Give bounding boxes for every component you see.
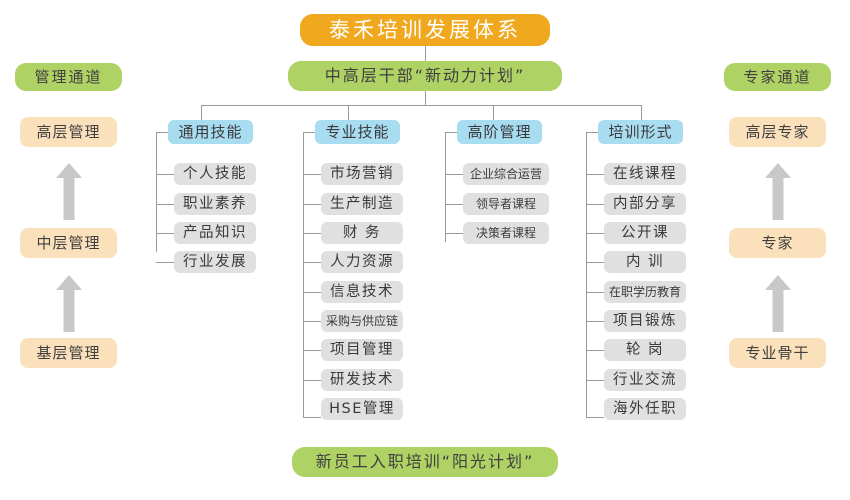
connector-subtitle-to-bus (425, 91, 426, 105)
category-1-spine-top (156, 132, 168, 133)
category-4-stub-8 (586, 380, 604, 381)
leaf-2-5[interactable]: 信息技术 (321, 281, 403, 303)
category-1-stub-2 (156, 204, 174, 205)
category-box-1[interactable]: 通用技能 (168, 120, 253, 144)
category-2-stub-3 (303, 233, 321, 234)
leaf-3-1[interactable]: 企业综合运营 (463, 163, 549, 185)
right-channel-header: 专家通道 (724, 63, 831, 91)
diagram-footer: 新员工入职培训“阳光计划” (292, 447, 558, 477)
right-channel-arrow-1 (756, 163, 799, 220)
leaf-2-3[interactable]: 财 务 (321, 222, 403, 244)
leaf-1-1[interactable]: 个人技能 (174, 163, 256, 185)
connector-category-bus (201, 105, 641, 106)
category-4-spine-top (586, 132, 598, 133)
category-2-stub-8 (303, 380, 321, 381)
leaf-2-8[interactable]: 研发技术 (321, 369, 403, 391)
category-1-stub-1 (156, 174, 174, 175)
leaf-4-7[interactable]: 轮 岗 (604, 339, 686, 361)
category-2-stub-7 (303, 350, 321, 351)
category-4-spine (586, 132, 587, 417)
left-channel-header: 管理通道 (15, 63, 122, 91)
category-box-4[interactable]: 培训形式 (598, 120, 683, 144)
category-1-spine (156, 132, 157, 252)
leaf-4-1[interactable]: 在线课程 (604, 163, 686, 185)
leaf-2-2[interactable]: 生产制造 (321, 193, 403, 215)
leaf-3-2[interactable]: 领导者课程 (463, 193, 549, 215)
right-channel-level-1[interactable]: 高层专家 (729, 117, 826, 147)
leaf-4-6[interactable]: 项目锻炼 (604, 310, 686, 332)
category-4-stub-9 (586, 417, 604, 418)
leaf-4-9[interactable]: 海外任职 (604, 398, 686, 420)
category-3-stub-2 (445, 204, 463, 205)
connector-bus-drop-2 (348, 105, 349, 120)
category-2-stub-1 (303, 174, 321, 175)
category-2-stub-4 (303, 262, 321, 263)
category-1-stub-4 (156, 262, 174, 263)
category-4-stub-1 (586, 174, 604, 175)
leaf-2-1[interactable]: 市场营销 (321, 163, 403, 185)
left-channel-level-3[interactable]: 基层管理 (20, 338, 117, 368)
left-channel-arrow-1 (47, 163, 90, 220)
leaf-4-5[interactable]: 在职学历教育 (604, 281, 686, 303)
category-box-2[interactable]: 专业技能 (315, 120, 400, 144)
right-channel-level-2[interactable]: 专家 (729, 228, 826, 258)
category-4-stub-6 (586, 321, 604, 322)
leaf-4-2[interactable]: 内部分享 (604, 193, 686, 215)
left-channel-level-2[interactable]: 中层管理 (20, 228, 117, 258)
leaf-2-4[interactable]: 人力资源 (321, 251, 403, 273)
diagram-title: 泰禾培训发展体系 (300, 14, 550, 46)
category-4-stub-5 (586, 292, 604, 293)
leaf-4-3[interactable]: 公开课 (604, 222, 686, 244)
connector-bus-drop-1 (201, 105, 202, 120)
category-2-stub-9 (303, 417, 321, 418)
category-3-stub-3 (445, 233, 463, 234)
category-2-stub-6 (303, 321, 321, 322)
category-3-stub-1 (445, 174, 463, 175)
category-4-stub-7 (586, 350, 604, 351)
diagram-subtitle: 中高层干部“新动力计划” (288, 61, 562, 91)
leaf-1-4[interactable]: 行业发展 (174, 251, 256, 273)
category-2-stub-2 (303, 204, 321, 205)
category-2-spine-top (303, 132, 315, 133)
connector-bus-drop-4 (641, 105, 642, 120)
category-4-stub-3 (586, 233, 604, 234)
leaf-4-8[interactable]: 行业交流 (604, 369, 686, 391)
leaf-4-4[interactable]: 内 训 (604, 251, 686, 273)
category-4-stub-2 (586, 204, 604, 205)
left-channel-arrow-2 (47, 275, 90, 332)
category-3-spine (445, 132, 446, 242)
category-box-3[interactable]: 高阶管理 (457, 120, 542, 144)
leaf-1-3[interactable]: 产品知识 (174, 222, 256, 244)
connector-bus-drop-3 (493, 105, 494, 120)
connector-title-to-subtitle (425, 46, 426, 61)
leaf-3-3[interactable]: 决策者课程 (463, 222, 549, 244)
right-channel-arrow-2 (756, 275, 799, 332)
category-3-spine-top (445, 132, 457, 133)
category-2-spine (303, 132, 304, 417)
category-4-stub-4 (586, 262, 604, 263)
right-channel-level-3[interactable]: 专业骨干 (729, 338, 826, 368)
leaf-1-2[interactable]: 职业素养 (174, 193, 256, 215)
leaf-2-9[interactable]: HSE管理 (321, 398, 403, 420)
leaf-2-7[interactable]: 项目管理 (321, 339, 403, 361)
leaf-2-6[interactable]: 采购与供应链 (321, 310, 403, 332)
left-channel-level-1[interactable]: 高层管理 (20, 117, 117, 147)
category-2-stub-5 (303, 292, 321, 293)
category-1-stub-3 (156, 233, 174, 234)
